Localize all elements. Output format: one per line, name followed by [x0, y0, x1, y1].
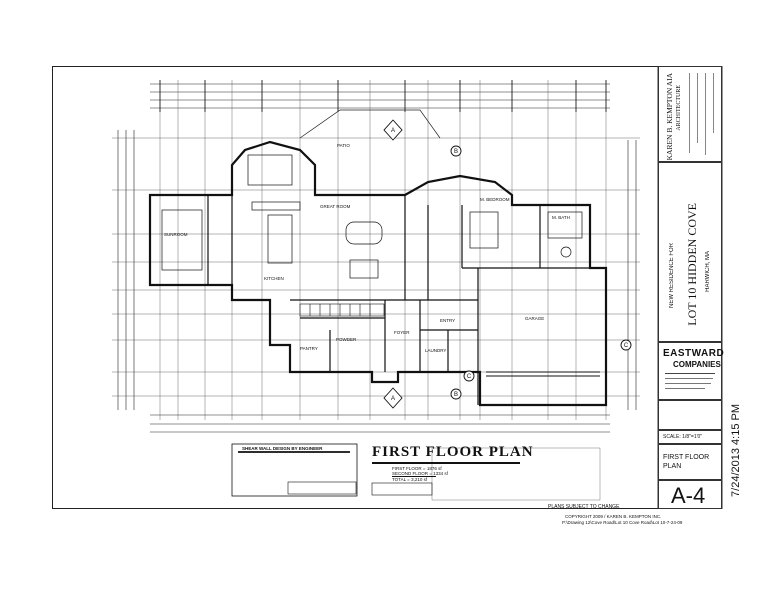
project-prefix: NEW RESIDENCE FOR	[669, 243, 675, 309]
architect-block: KAREN B. KEMPTON AIA ARCHITECTURE	[658, 66, 722, 162]
area-second-label: SECOND FLOOR = 1334 sf	[392, 471, 448, 476]
architect-address-lines	[687, 73, 717, 157]
general-notes-box	[431, 447, 601, 501]
room-label-sunroom: SUNROOM	[164, 232, 188, 237]
copyright-note: COPYRIGHT 2009 / KAREN B. KEMPTON INC.	[565, 514, 662, 519]
room-label-bedroom: M. BEDROOM	[480, 197, 510, 202]
grid-lines	[112, 80, 640, 420]
section-marker-b-top: B	[454, 149, 458, 155]
sheet-title: FIRST FLOOR PLAN	[663, 454, 710, 470]
plan-title-underline	[372, 462, 520, 464]
room-label-pantry: PANTRY	[300, 346, 318, 351]
architect-name: KAREN B. KEMPTON AIA	[665, 73, 674, 161]
company-top: EASTWARD	[663, 348, 725, 359]
sheet-number: A-4	[671, 483, 706, 508]
interior-walls	[207, 195, 606, 405]
project-location: HARWICH, MA	[705, 251, 711, 292]
file-path-note: P:\Drawing 12\Cove Road\Lot 10 Cove Road…	[562, 520, 683, 525]
room-label-laundry: LAUNDRY	[425, 348, 447, 353]
plans-subject-note: PLANS SUBJECT TO CHANGE	[548, 504, 620, 510]
patio-outline	[299, 109, 441, 139]
blank-block	[658, 400, 722, 430]
section-marker-c-right: C	[624, 343, 629, 349]
date-stamp: 7/24/2013 4:15 PM	[730, 404, 742, 497]
section-marker-c-bottom: C	[467, 374, 472, 380]
scale-label: SCALE: 1/8"=1'0"	[663, 434, 703, 440]
area-total-label: TOTAL = 3,210 sf	[392, 476, 436, 482]
sheet-number-block: A-4	[658, 480, 722, 509]
area-summary: FIRST FLOOR = 1876 sf SECOND FLOOR = 133…	[392, 466, 448, 482]
stairs	[299, 303, 385, 317]
room-label-kitchen: KITCHEN	[264, 276, 284, 281]
section-marker-a-top: A	[391, 128, 395, 134]
company-bottom: COMPANIES	[673, 360, 721, 369]
garage-door	[486, 371, 600, 377]
plan-title: FIRST FLOOR PLAN	[372, 444, 534, 460]
architect-sub: ARCHITECTURE	[676, 85, 682, 131]
drawing-sheet	[52, 66, 722, 509]
room-label-bath: M. BATH	[552, 215, 570, 220]
room-label-great-room: GREAT ROOM	[320, 204, 351, 209]
section-marker-b-bottom: B	[454, 392, 458, 398]
room-label-powder: POWDER	[336, 337, 357, 342]
project-name: LOT 10 HIDDEN COVE	[685, 203, 699, 326]
room-label-foyer: FOYER	[394, 330, 410, 335]
area-first-label: FIRST FLOOR = 1876 sf	[392, 466, 442, 471]
room-label-entry: ENTRY	[440, 318, 456, 323]
room-label-garage: GARAGE	[525, 316, 545, 321]
section-markers	[383, 119, 632, 409]
scale-block: SCALE: 1/8"=1'0"	[658, 430, 722, 444]
shear-wall-title: SHEAR WALL DESIGN BY ENGINEER	[242, 446, 323, 451]
sheet-title-block: FIRST FLOOR PLAN	[658, 444, 722, 480]
fixtures	[161, 154, 583, 279]
dimension-lines	[117, 83, 637, 433]
company-block: EASTWARD COMPANIES	[658, 342, 725, 400]
project-block: NEW RESIDENCE FOR LOT 10 HIDDEN COVE HAR…	[658, 162, 722, 342]
room-label-patio: PATIO	[337, 143, 350, 148]
section-marker-a-bottom: A	[391, 396, 395, 402]
